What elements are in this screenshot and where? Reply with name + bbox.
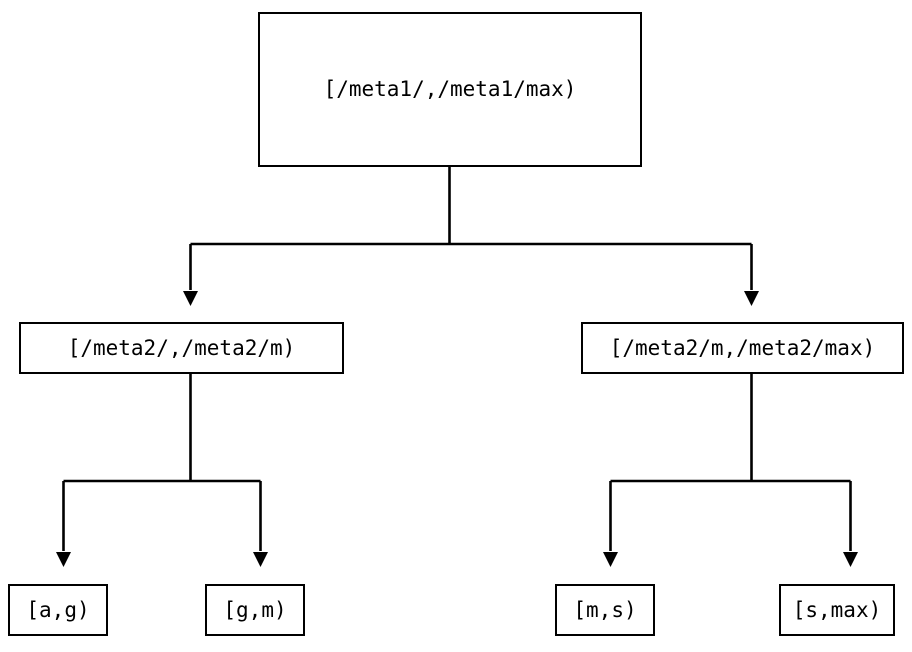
tree-node-leaf-3-label: [m,s) xyxy=(573,597,637,622)
arrowhead-to-mid-left xyxy=(183,291,198,306)
tree-node-leaf-4[interactable]: [s,max) xyxy=(779,584,895,636)
tree-node-mid-right[interactable]: [/meta2/m,/meta2/max) xyxy=(581,322,904,374)
tree-node-root-label: [/meta1/,/meta1/max) xyxy=(323,77,577,101)
arrowhead-to-mid-right xyxy=(744,291,759,306)
tree-node-leaf-1-label: [a,g) xyxy=(26,597,90,622)
tree-node-leaf-3[interactable]: [m,s) xyxy=(555,584,655,636)
tree-node-root[interactable]: [/meta1/,/meta1/max) xyxy=(258,12,642,167)
tree-node-mid-right-label: [/meta2/m,/meta2/max) xyxy=(609,335,876,360)
arrowhead-to-leaf-4 xyxy=(843,552,858,567)
tree-node-leaf-2-label: [g,m) xyxy=(223,597,287,622)
tree-node-mid-left[interactable]: [/meta2/,/meta2/m) xyxy=(19,322,344,374)
tree-node-leaf-4-label: [s,max) xyxy=(792,597,882,622)
tree-node-leaf-1[interactable]: [a,g) xyxy=(8,584,108,636)
tree-node-leaf-2[interactable]: [g,m) xyxy=(205,584,305,636)
arrowhead-to-leaf-2 xyxy=(253,552,268,567)
tree-node-mid-left-label: [/meta2/,/meta2/m) xyxy=(67,335,296,360)
arrowhead-to-leaf-3 xyxy=(603,552,618,567)
arrowhead-to-leaf-1 xyxy=(56,552,71,567)
